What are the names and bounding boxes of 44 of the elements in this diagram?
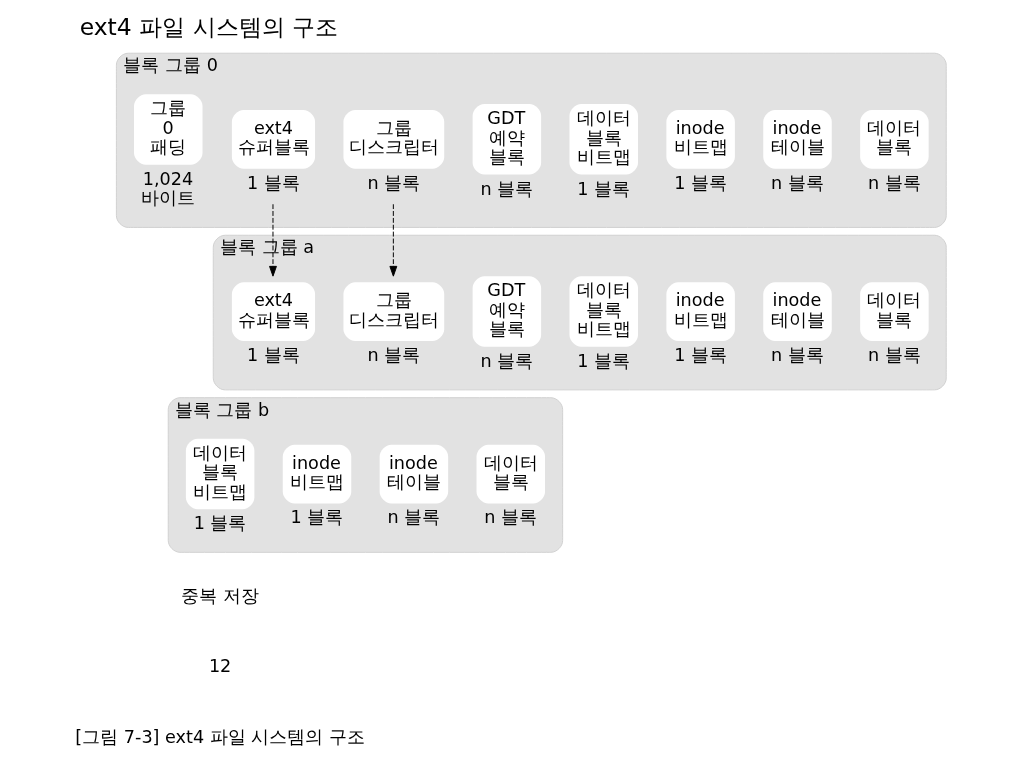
node-label: 1 블록 (247, 344, 300, 365)
node-box: 데이터 블록 비트맵 (569, 276, 638, 347)
node-label: 1 블록 (193, 513, 247, 534)
node-label: 1 블록 (290, 507, 344, 528)
node-box: inode 비트맵 (666, 282, 735, 341)
node-label: n 블록 (771, 172, 824, 193)
node-box: 그룹 디스크립터 (343, 110, 445, 169)
node-box: 데이터 블록 (476, 444, 546, 504)
arrow (269, 203, 277, 277)
node-box: 데이터 블록 비트맵 (569, 104, 638, 175)
node-box: 데이터 블록 (860, 110, 929, 169)
node-box: inode 테이블 (763, 110, 832, 169)
node-box: ext4 슈퍼블록 (231, 282, 316, 341)
node-label: n 블록 (771, 344, 824, 365)
diagram-title: ext4 파일 시스템의 구조 (79, 12, 339, 41)
node-label: n 블록 (867, 172, 921, 193)
node-box: inode 테이블 (379, 444, 449, 504)
node-label: 1 블록 (247, 172, 300, 193)
node-label: n 블록 (367, 344, 421, 365)
node-label: n 블록 (480, 350, 534, 371)
node-label: n 블록 (484, 507, 538, 528)
node-label: 1 블록 (577, 350, 631, 371)
node-box: GDT 예약 블록 (472, 276, 542, 347)
node-box: inode 비트맵 (282, 444, 352, 504)
node-box: ext4 슈퍼블록 (231, 110, 316, 169)
node-label: n 블록 (480, 178, 534, 199)
node-label: 1 블록 (674, 344, 728, 365)
node-box: GDT 예약 블록 (472, 104, 542, 175)
arrow (389, 203, 398, 277)
node-label: n 블록 (387, 507, 441, 528)
caption: [그림 7-3] ext4 파일 시스템의 구조 (75, 726, 365, 747)
label: 중복 저장 (181, 585, 259, 606)
node-label: 1,024 바이트 (141, 168, 196, 209)
node-label: 1 블록 (577, 178, 631, 199)
node-box: inode 테이블 (763, 282, 832, 341)
node-label: n 블록 (367, 172, 421, 193)
label: 12 (208, 656, 232, 677)
node-box: inode 비트맵 (666, 110, 735, 169)
node-box: 데이터 블록 비트맵 (185, 438, 255, 510)
node-box: 데이터 블록 (860, 282, 929, 341)
node-box: 그룹 디스크립터 (343, 282, 445, 341)
node-label: 1 블록 (674, 172, 728, 193)
node-label: n 블록 (867, 344, 921, 365)
node-box: 그룹 0 패딩 (134, 94, 203, 165)
